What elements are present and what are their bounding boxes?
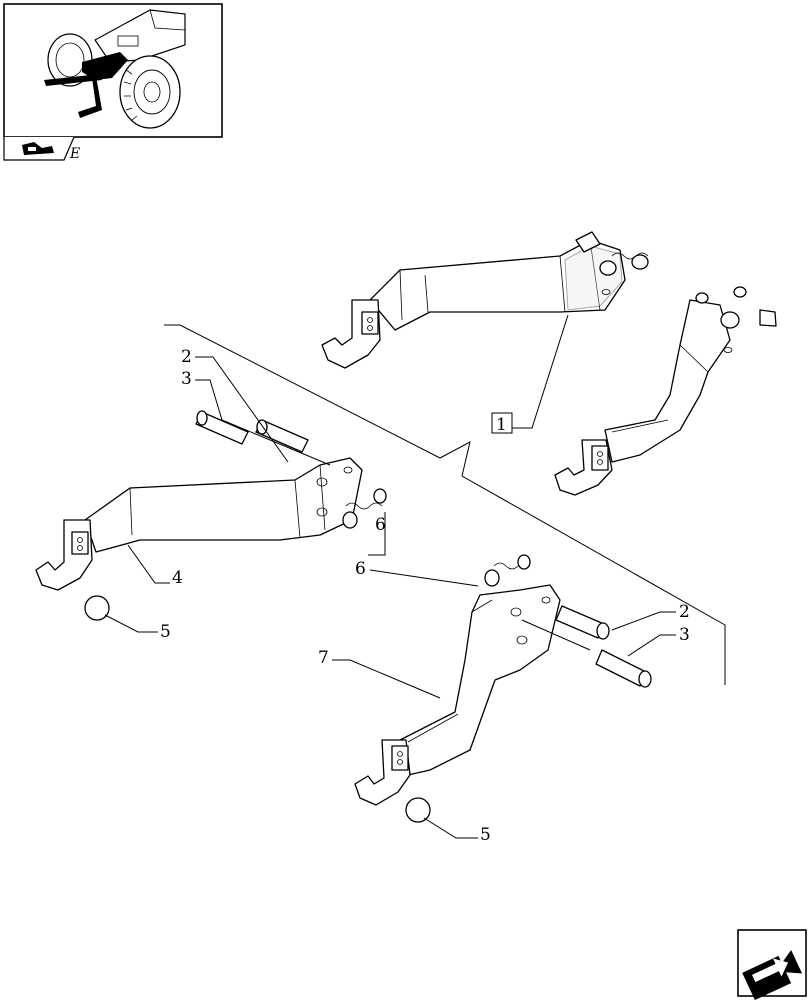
part-7-hook-arm (354, 584, 561, 806)
callout-5-right: 5 (423, 817, 491, 845)
callout-1-label: 1 (496, 415, 507, 435)
callout-7: 7 (318, 648, 441, 699)
callout-6-right: 6 (355, 559, 479, 587)
lynch-pin-6-right (484, 554, 531, 587)
group-divider (164, 324, 726, 685)
arrow-next-icon (742, 949, 803, 1000)
pin-3-left (195, 410, 249, 445)
part-4-hook-arm (35, 457, 363, 591)
svg-text:2: 2 (181, 347, 192, 367)
ball-5-right (405, 797, 431, 823)
thumbnail-nav-tab[interactable]: E (3, 136, 80, 162)
pin-2-right (555, 605, 610, 640)
svg-text:7: 7 (318, 648, 329, 668)
svg-text:5: 5 (160, 622, 171, 642)
svg-text:6: 6 (375, 515, 386, 535)
callout-2-right: 2 (611, 602, 690, 631)
assembly-1-hook-lower (554, 286, 777, 496)
assembly-1-hook-upper (321, 231, 649, 369)
callout-2-left: 2 (181, 347, 289, 463)
callout-5-left: 5 (104, 614, 171, 642)
svg-text:5: 5 (480, 825, 491, 845)
callout-4: 4 (127, 544, 183, 588)
pin-axis-line (521, 619, 591, 651)
svg-text:2: 2 (679, 602, 690, 622)
callout-3-right: 3 (627, 625, 690, 657)
svg-text:3: 3 (679, 625, 690, 645)
tractor-view-icon (22, 142, 54, 155)
callout-1: 1 (491, 314, 569, 435)
svg-text:4: 4 (172, 568, 183, 588)
pin-3-right (595, 649, 652, 688)
tractor-thumbnail[interactable] (3, 3, 223, 138)
ball-5-left (84, 595, 110, 621)
pin-2-left (255, 419, 309, 453)
lynch-pin-6-left (342, 488, 387, 529)
callout-6-left: 6 (368, 512, 386, 556)
svg-text:3: 3 (181, 369, 192, 389)
svg-text:6: 6 (355, 559, 366, 579)
next-page-button[interactable] (737, 929, 807, 1000)
thumbnail-label: E (69, 146, 80, 162)
callout-3-left: 3 (181, 369, 331, 466)
tractor-thumbnail-icon (44, 9, 186, 129)
